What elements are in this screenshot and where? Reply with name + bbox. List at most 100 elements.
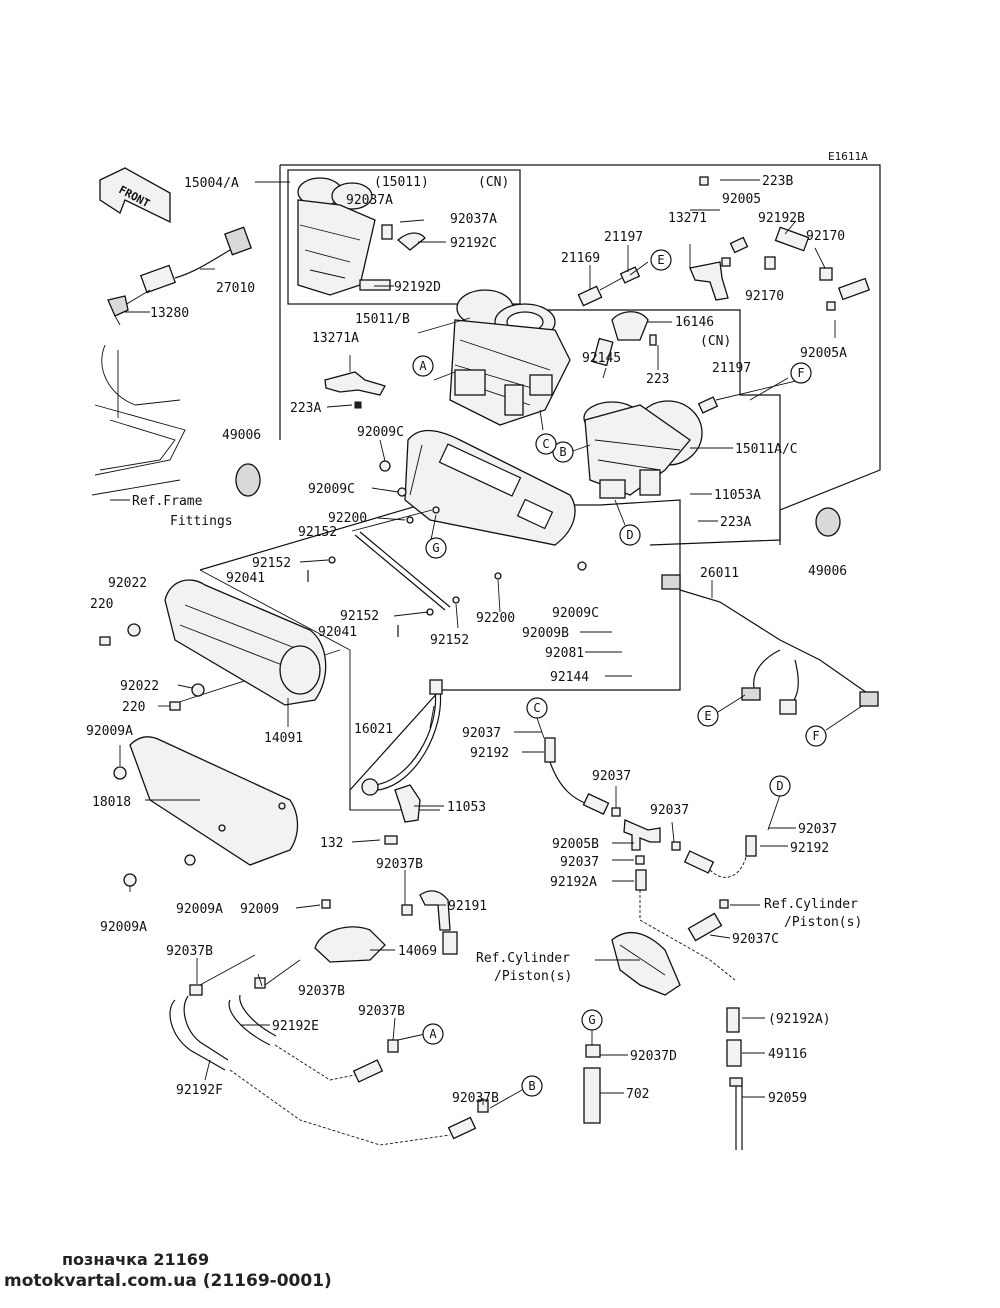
part-49006-left: [235, 463, 261, 497]
label-21169: 21169: [561, 251, 600, 266]
connector-g-lower: G: [588, 1013, 595, 1027]
label-cn-1: (CN): [478, 175, 509, 190]
label-ref-cylinder-2b: /Piston(s): [494, 969, 572, 984]
label-21197-1: 21197: [604, 230, 643, 245]
throttle-fittings: [577, 176, 871, 414]
label-ref-cylinder-2a: Ref.Cylinder: [476, 951, 570, 966]
label-92005A: 92005A: [800, 346, 847, 361]
label-223A-2: 223A: [720, 515, 751, 530]
label-92009A-1: 92009A: [86, 724, 133, 739]
label-ref-frame-1: Ref.Frame: [132, 494, 203, 509]
leader-lines: [110, 179, 863, 1109]
front-arrow-icon: FRONT: [99, 167, 171, 224]
label-92200-1: 92200: [328, 511, 367, 526]
label-92037B-1: 92037B: [376, 857, 423, 872]
label-92037B-5: 92037B: [452, 1091, 499, 1106]
rod-92041: [354, 534, 446, 611]
label-11053: 11053: [447, 800, 486, 815]
label-13271: 13271: [668, 211, 707, 226]
label-92192-1: 92192: [470, 746, 509, 761]
label-ref-cylinder-1b: /Piston(s): [784, 915, 862, 930]
label-92192E: 92192E: [272, 1019, 319, 1034]
label-92037B-2: 92037B: [166, 944, 213, 959]
label-92037-1: 92037: [462, 726, 501, 741]
label-92005B: 92005B: [552, 837, 599, 852]
label-92037B-3: 92037B: [298, 984, 345, 999]
label-92192A: 92192A: [550, 875, 597, 890]
cn-carburetor-inset: [297, 177, 426, 296]
label-92037D: 92037D: [630, 1049, 677, 1064]
label-92170-2: 92170: [745, 289, 784, 304]
wiring-26011: [661, 574, 879, 715]
label-16021: 16021: [354, 722, 393, 737]
label-92037-3: 92037: [650, 803, 689, 818]
label-21197-2: 21197: [712, 361, 751, 376]
hoses-middle: [544, 737, 757, 981]
connector-d-lower: D: [776, 779, 783, 793]
label-13271A: 13271A: [312, 331, 359, 346]
label-92009C-1: 92009C: [357, 425, 404, 440]
label-223A-1: 223A: [290, 401, 321, 416]
label-92005: 92005: [722, 192, 761, 207]
label-49006-1: 49006: [222, 428, 261, 443]
label-92022-2: 92022: [120, 679, 159, 694]
cn-inset-box: [287, 169, 521, 305]
connector-e-lower: E: [704, 709, 711, 723]
label-92009C-2: 92009C: [308, 482, 355, 497]
label-92192-2: 92192: [790, 841, 829, 856]
connector-c-lower: C: [533, 701, 540, 715]
carburetor-15011B: [449, 289, 571, 426]
label-92009B: 92009B: [522, 626, 569, 641]
label-92145: 92145: [582, 351, 621, 366]
connector-a-upper: A: [419, 359, 427, 373]
label-92192B: 92192B: [758, 211, 805, 226]
vacuum-valve-14069: [169, 890, 489, 1146]
connector-c-upper: C: [542, 437, 549, 451]
label-92152-4: 92152: [430, 633, 469, 648]
label-ref-frame-2: Fittings: [170, 514, 233, 529]
label-92144: 92144: [550, 670, 589, 685]
label-92041-1: 92041: [226, 571, 265, 586]
label-92022-1: 92022: [108, 576, 147, 591]
label-702: 702: [626, 1087, 649, 1102]
label-15011B: 15011/B: [355, 312, 410, 327]
label-26011: 26011: [700, 566, 739, 581]
cylinder-ref-parts: [611, 899, 729, 996]
diagram-code: E1611A: [828, 150, 868, 163]
label-92152-3: 92152: [340, 609, 379, 624]
label-92192C: 92192C: [450, 236, 497, 251]
frame-outline-cn: [520, 309, 781, 546]
cable-16021: [374, 689, 437, 786]
label-92037A-2: 92037A: [450, 212, 497, 227]
part-labels: 15004/A (15011) (CN) 92037A 92037A 92192…: [86, 174, 862, 1106]
label-92152-1: 92152: [298, 525, 337, 540]
label-ref-cylinder-1a: Ref.Cylinder: [764, 897, 858, 912]
label-14069: 14069: [398, 944, 437, 959]
footer-caption: позначка 21169: [62, 1250, 210, 1269]
label-92152-2: 92152: [252, 556, 291, 571]
label-11053A: 11053A: [714, 488, 761, 503]
label-92192A-paren: (92192A): [768, 1012, 831, 1027]
label-15011-cn: (15011): [374, 175, 429, 190]
label-49006-2: 49006: [808, 564, 847, 579]
label-16146: 16146: [675, 315, 714, 330]
label-cn-2: (CN): [700, 334, 731, 349]
side-bracket-plate: [379, 429, 587, 571]
label-223-1: 223: [646, 372, 669, 387]
label-132: 132: [320, 836, 343, 851]
label-92059: 92059: [768, 1091, 807, 1106]
label-92041-2: 92041: [318, 625, 357, 640]
label-92192F: 92192F: [176, 1083, 223, 1098]
label-92037B-4: 92037B: [358, 1004, 405, 1019]
cover-14091: [99, 579, 327, 711]
lower-right-hoses: [583, 1007, 743, 1150]
connector-b-upper: B: [559, 445, 566, 459]
label-92037-2: 92037: [592, 769, 631, 784]
connector-b-lower: B: [528, 1079, 535, 1093]
label-223B: 223B: [762, 174, 793, 189]
wiring-27010-part: [107, 226, 252, 326]
label-27010: 27010: [216, 281, 255, 296]
cover-18018: [113, 736, 299, 887]
